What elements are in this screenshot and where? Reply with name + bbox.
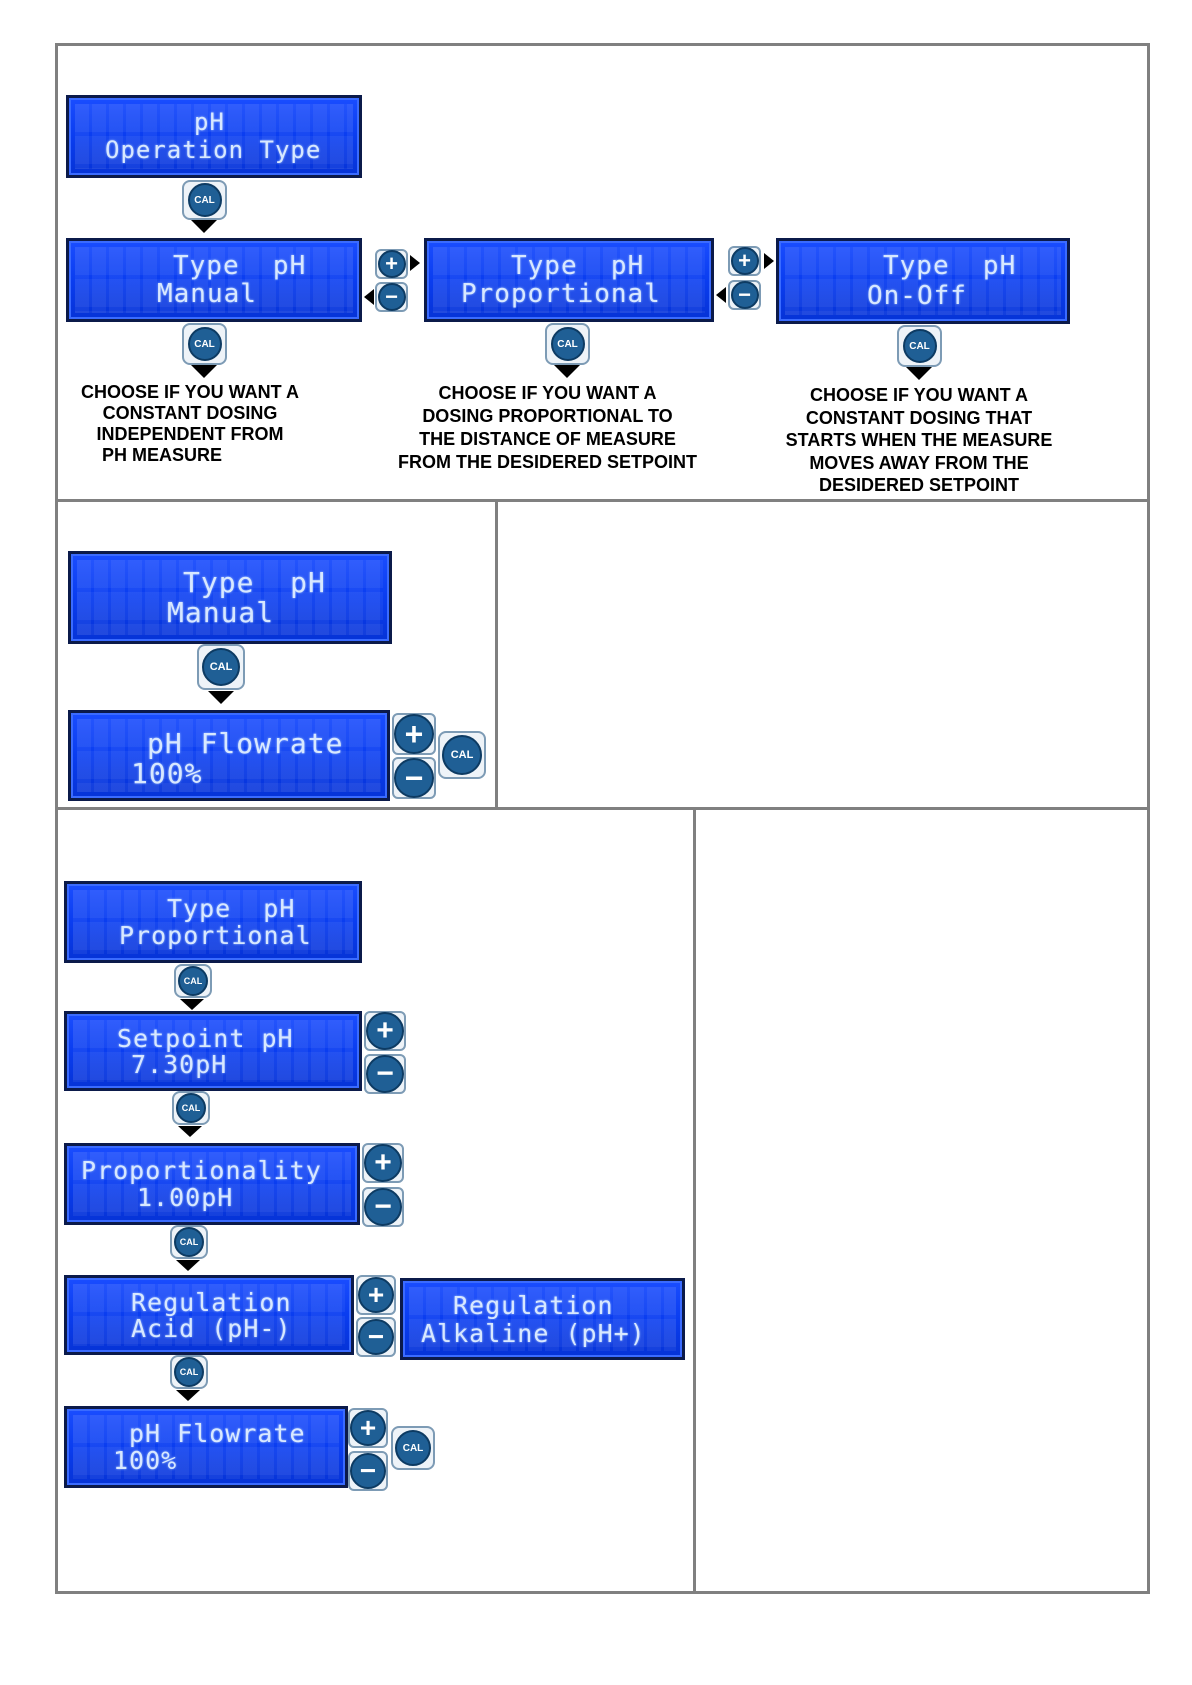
arrow-down-icon xyxy=(191,220,217,233)
minus-button[interactable]: − xyxy=(728,280,761,310)
lcd-line-1: Proportionality xyxy=(81,1156,322,1185)
arrow-down-icon xyxy=(176,1260,200,1271)
arrow-down-icon xyxy=(180,999,204,1010)
lcd-line-2: Operation Type xyxy=(105,136,322,164)
plus-button[interactable]: + xyxy=(362,1143,404,1183)
lcd-line-1: Type pH xyxy=(183,566,326,599)
cal-button[interactable]: CAL xyxy=(172,1091,210,1125)
empty-panel-right-bottom xyxy=(693,807,1150,1594)
lcd-line-2: Manual xyxy=(157,279,257,309)
arrow-down-icon xyxy=(178,1126,202,1137)
lcd-line-2: Alkaline (pH+) xyxy=(421,1319,646,1348)
lcd-line-1: Type pH xyxy=(511,251,645,281)
lcd-line-2: 7.30pH xyxy=(131,1050,228,1079)
setpoint-lcd: Setpoint pH 7.30pH xyxy=(64,1011,362,1091)
cal-button[interactable]: CAL xyxy=(170,1225,208,1259)
cal-button[interactable]: CAL xyxy=(545,323,590,365)
lcd-line-2: Acid (pH-) xyxy=(131,1314,292,1343)
arrow-down-icon xyxy=(191,365,217,378)
lcd-line-2: On-Off xyxy=(867,281,967,311)
plus-button[interactable]: + xyxy=(356,1275,396,1315)
plus-button[interactable]: + xyxy=(375,249,408,279)
minus-button[interactable]: − xyxy=(362,1187,404,1227)
plus-button[interactable]: + xyxy=(392,713,436,755)
minus-button[interactable]: − xyxy=(375,282,408,312)
flowrate-lcd: pH Flowrate 100% xyxy=(68,710,390,801)
plus-button[interactable]: + xyxy=(348,1408,388,1448)
plus-button[interactable]: + xyxy=(364,1011,406,1051)
minus-button[interactable]: − xyxy=(356,1317,396,1357)
flowrate-lcd: pH Flowrate 100% xyxy=(64,1406,348,1488)
regulation-alkaline-lcd: Regulation Alkaline (pH+) xyxy=(400,1278,685,1360)
lcd-line-1: pH Flowrate xyxy=(129,1419,306,1448)
lcd-line-2: 100% xyxy=(113,1446,178,1475)
arrow-down-icon xyxy=(906,367,932,380)
minus-button[interactable]: − xyxy=(348,1451,388,1491)
proportionality-lcd: Proportionality 1.00pH xyxy=(64,1143,360,1225)
lcd-line-2: Proportional xyxy=(461,279,661,309)
arrow-left-icon xyxy=(364,289,374,305)
manual-type-lcd: Type pH Manual xyxy=(68,551,392,644)
arrow-down-icon xyxy=(176,1390,200,1401)
lcd-line-1: Type pH xyxy=(883,251,1017,281)
onoff-description: CHOOSE IF YOU WANT A CONSTANT DOSING THA… xyxy=(785,385,1053,495)
arrow-right-icon xyxy=(410,255,420,271)
cal-button[interactable]: CAL xyxy=(197,644,245,690)
cal-button[interactable]: CAL xyxy=(897,325,942,367)
arrow-down-icon xyxy=(554,365,580,378)
lcd-line-1: Type pH xyxy=(167,894,296,923)
proportional-type-lcd: Type pH Proportional xyxy=(64,881,362,963)
cal-button[interactable]: CAL xyxy=(182,180,227,220)
manual-type-lcd: Type pH Manual xyxy=(66,238,362,322)
lcd-line-1: pH Flowrate xyxy=(147,727,344,760)
lcd-line-2: Proportional xyxy=(119,921,312,950)
cal-button[interactable]: CAL xyxy=(170,1355,208,1389)
onoff-type-lcd: Type pH On-Off xyxy=(776,238,1070,324)
arrow-left-icon xyxy=(716,287,726,303)
plus-button[interactable]: + xyxy=(728,246,761,276)
minus-button[interactable]: − xyxy=(364,1054,406,1094)
cal-button[interactable]: CAL xyxy=(174,964,212,998)
regulation-acid-lcd: Regulation Acid (pH-) xyxy=(64,1275,354,1355)
lcd-line-1: Regulation xyxy=(131,1288,292,1317)
cal-button[interactable]: CAL xyxy=(438,731,486,779)
manual-description: CHOOSE IF YOU WANT A CONSTANT DOSING IND… xyxy=(80,382,299,465)
lcd-line-2: 100% xyxy=(131,757,203,790)
proportional-description: CHOOSE IF YOU WANT A DOSING PROPORTIONAL… xyxy=(397,383,698,472)
lcd-line-1: pH xyxy=(194,108,225,136)
arrow-right-icon xyxy=(764,253,774,269)
empty-panel-right-top xyxy=(495,499,1150,810)
proportional-type-lcd: Type pH Proportional xyxy=(424,238,714,322)
lcd-line-1: Setpoint pH xyxy=(117,1024,294,1053)
lcd-line-2: Manual xyxy=(167,596,275,629)
cal-button[interactable]: CAL xyxy=(391,1426,435,1470)
lcd-line-2: 1.00pH xyxy=(137,1183,234,1212)
cal-button[interactable]: CAL xyxy=(182,323,227,365)
header-lcd: pH Operation Type xyxy=(66,95,362,178)
minus-button[interactable]: − xyxy=(392,757,436,799)
arrow-down-icon xyxy=(208,691,234,704)
lcd-line-1: Regulation xyxy=(453,1291,614,1320)
lcd-line-1: Type pH xyxy=(173,251,307,281)
